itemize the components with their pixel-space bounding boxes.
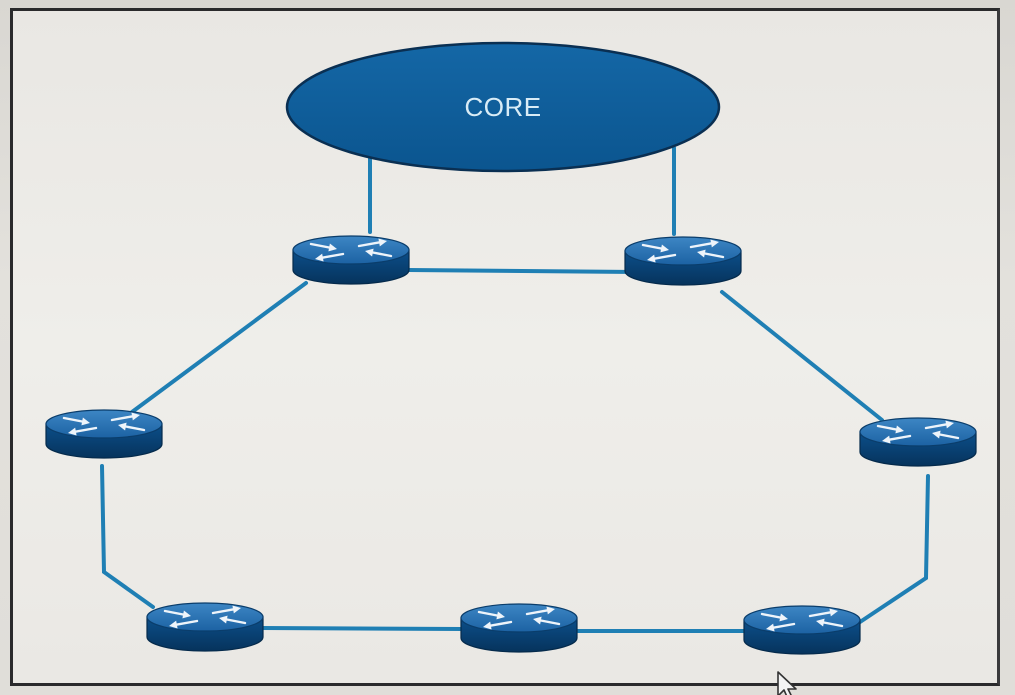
nodes-layer [45,235,977,655]
router-icon [292,235,410,285]
link-r1-r3 [130,281,308,414]
core-cloud-icon: CORE [285,41,721,173]
link-r5-r6 [260,626,464,631]
router-icon [624,236,742,286]
router-icon [743,605,861,655]
router-icon [460,603,578,653]
links-layer [100,146,930,633]
core-label: CORE [464,92,541,122]
mouse-cursor-icon [777,671,797,695]
link-r2-r4 [720,290,884,422]
link-r7-r4 [858,474,930,624]
link-r1-r2 [406,268,642,274]
router-icon [859,417,977,467]
router-icon [146,602,264,652]
link-r3-r5 [100,464,155,609]
router-icon [45,409,163,459]
